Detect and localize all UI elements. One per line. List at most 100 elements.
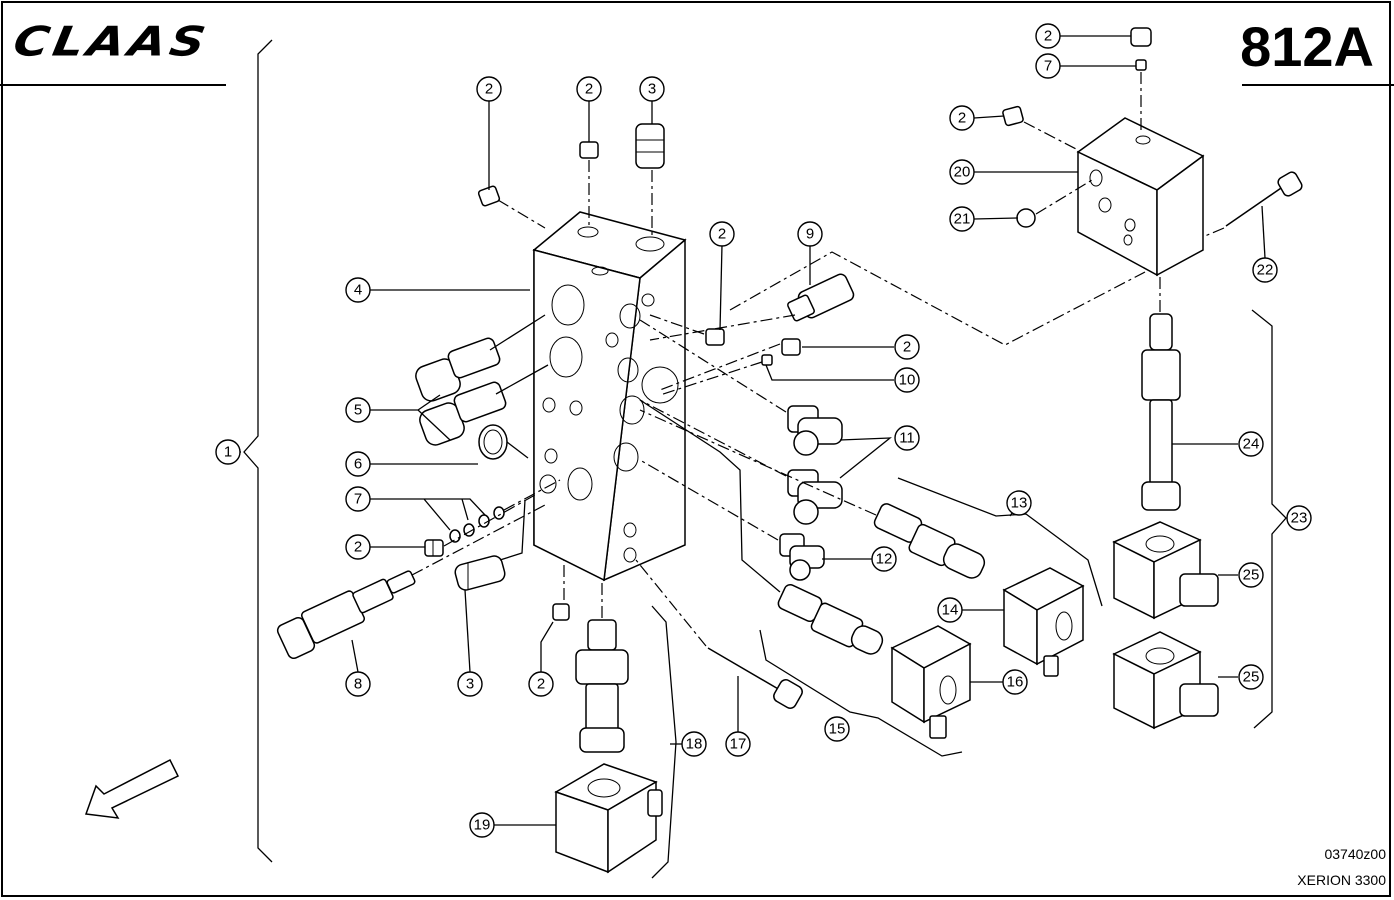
cartridge-valve-lower [419, 381, 507, 446]
callout-4: 4 [345, 277, 371, 303]
elbow-fitting-lower [787, 469, 843, 525]
elbow-fitting-12 [779, 533, 825, 581]
svg-text:3: 3 [466, 676, 474, 693]
svg-text:9: 9 [806, 226, 814, 243]
logo-underline [0, 84, 226, 86]
brace-group-13 [897, 477, 1103, 607]
svg-text:18: 18 [686, 736, 703, 753]
svg-text:2: 2 [958, 110, 966, 127]
callout-1: 1 [215, 439, 241, 465]
fitting-top [635, 123, 665, 169]
machine-model: XERION 3300 [1297, 872, 1386, 888]
brace-group-1 [243, 39, 273, 863]
fitting-lower [454, 555, 506, 591]
svg-text:13: 13 [1011, 495, 1028, 512]
svg-text:3: 3 [648, 81, 656, 98]
svg-text:2: 2 [485, 81, 493, 98]
svg-text:20: 20 [954, 164, 971, 181]
solenoid-stem-bottom [575, 619, 629, 753]
callout-15: 15 [824, 716, 850, 742]
callout-2-top-right: 2 [1035, 23, 1061, 49]
pressure-sensor [276, 570, 416, 660]
brace-group-15 [759, 629, 963, 757]
callout-23: 23 [1286, 505, 1312, 531]
callout-18: 18 [681, 731, 707, 757]
callout-24: 24 [1238, 431, 1264, 457]
callout-25-upper: 25 [1238, 562, 1264, 588]
svg-text:2: 2 [354, 539, 362, 556]
svg-text:25: 25 [1243, 669, 1260, 686]
arrow-down-left-icon [84, 758, 180, 819]
callout-7-top-right: 7 [1035, 53, 1061, 79]
callout-20: 20 [949, 159, 975, 185]
callout-11: 11 [894, 425, 920, 451]
svg-text:21: 21 [954, 211, 971, 228]
brace-group-18 [651, 605, 677, 879]
callout-2-side-block: 2 [949, 105, 975, 131]
small-plug-10 [761, 354, 773, 366]
callout-14: 14 [937, 597, 963, 623]
fitting-9 [787, 273, 855, 322]
small-seals [449, 506, 505, 543]
svg-text:4: 4 [354, 282, 362, 299]
callout-2-bottom: 2 [528, 671, 554, 697]
page-code-underline [1242, 84, 1394, 86]
callout-19: 19 [469, 812, 495, 838]
svg-text:19: 19 [474, 817, 491, 834]
callout-2-top: 2 [576, 76, 602, 102]
plug-screw-bottom [552, 603, 570, 621]
plug-screw-mid [705, 328, 725, 346]
svg-text:16: 16 [1007, 674, 1024, 691]
callout-7-left: 7 [345, 486, 371, 512]
callout-12: 12 [871, 546, 897, 572]
seal-ring-21 [1016, 208, 1036, 228]
coil-bottom [554, 763, 663, 874]
valve-block [532, 211, 687, 582]
callout-2-top-left: 2 [476, 76, 502, 102]
svg-text:2: 2 [585, 81, 593, 98]
coil-25-lower [1112, 631, 1219, 730]
svg-text:25: 25 [1243, 567, 1260, 584]
valve-stem-13 [873, 503, 986, 579]
valve-stem-15 [777, 583, 884, 655]
svg-text:2: 2 [1044, 28, 1052, 45]
callout-5: 5 [345, 397, 371, 423]
plug-screw-top-left [477, 185, 501, 207]
svg-text:23: 23 [1291, 510, 1308, 527]
callout-2-right: 2 [894, 334, 920, 360]
svg-text:1: 1 [224, 444, 232, 461]
long-bolt-22 [1225, 171, 1303, 227]
svg-text:2: 2 [718, 226, 726, 243]
svg-text:12: 12 [876, 551, 893, 568]
plug-screw-right [781, 338, 801, 356]
svg-text:7: 7 [1044, 58, 1052, 75]
callout-25-lower: 25 [1238, 664, 1264, 690]
coil-14 [1002, 567, 1085, 677]
plug-screw-left [424, 539, 444, 557]
callout-3-top: 3 [639, 76, 665, 102]
callout-13: 13 [1006, 490, 1032, 516]
plug-screw-top [579, 141, 599, 159]
svg-text:22: 22 [1257, 262, 1274, 279]
callout-6: 6 [345, 451, 371, 477]
callout-9: 9 [797, 221, 823, 247]
svg-text:8: 8 [354, 676, 362, 693]
svg-text:6: 6 [354, 456, 362, 473]
callout-10: 10 [894, 367, 920, 393]
elbow-fitting-upper [787, 405, 843, 456]
coil-16 [890, 625, 972, 739]
plug-screw-side-block [1002, 105, 1024, 127]
svg-text:15: 15 [829, 721, 846, 738]
svg-text:17: 17 [730, 736, 747, 753]
svg-text:2: 2 [903, 339, 911, 356]
coil-25-upper [1112, 521, 1219, 620]
callout-2-left: 2 [345, 534, 371, 560]
svg-text:10: 10 [899, 372, 916, 389]
callout-17: 17 [725, 731, 751, 757]
brace-group-23 [1251, 309, 1287, 729]
svg-text:14: 14 [942, 602, 959, 619]
callout-8: 8 [345, 671, 371, 697]
drawing-number: 03740z00 [1324, 846, 1386, 862]
